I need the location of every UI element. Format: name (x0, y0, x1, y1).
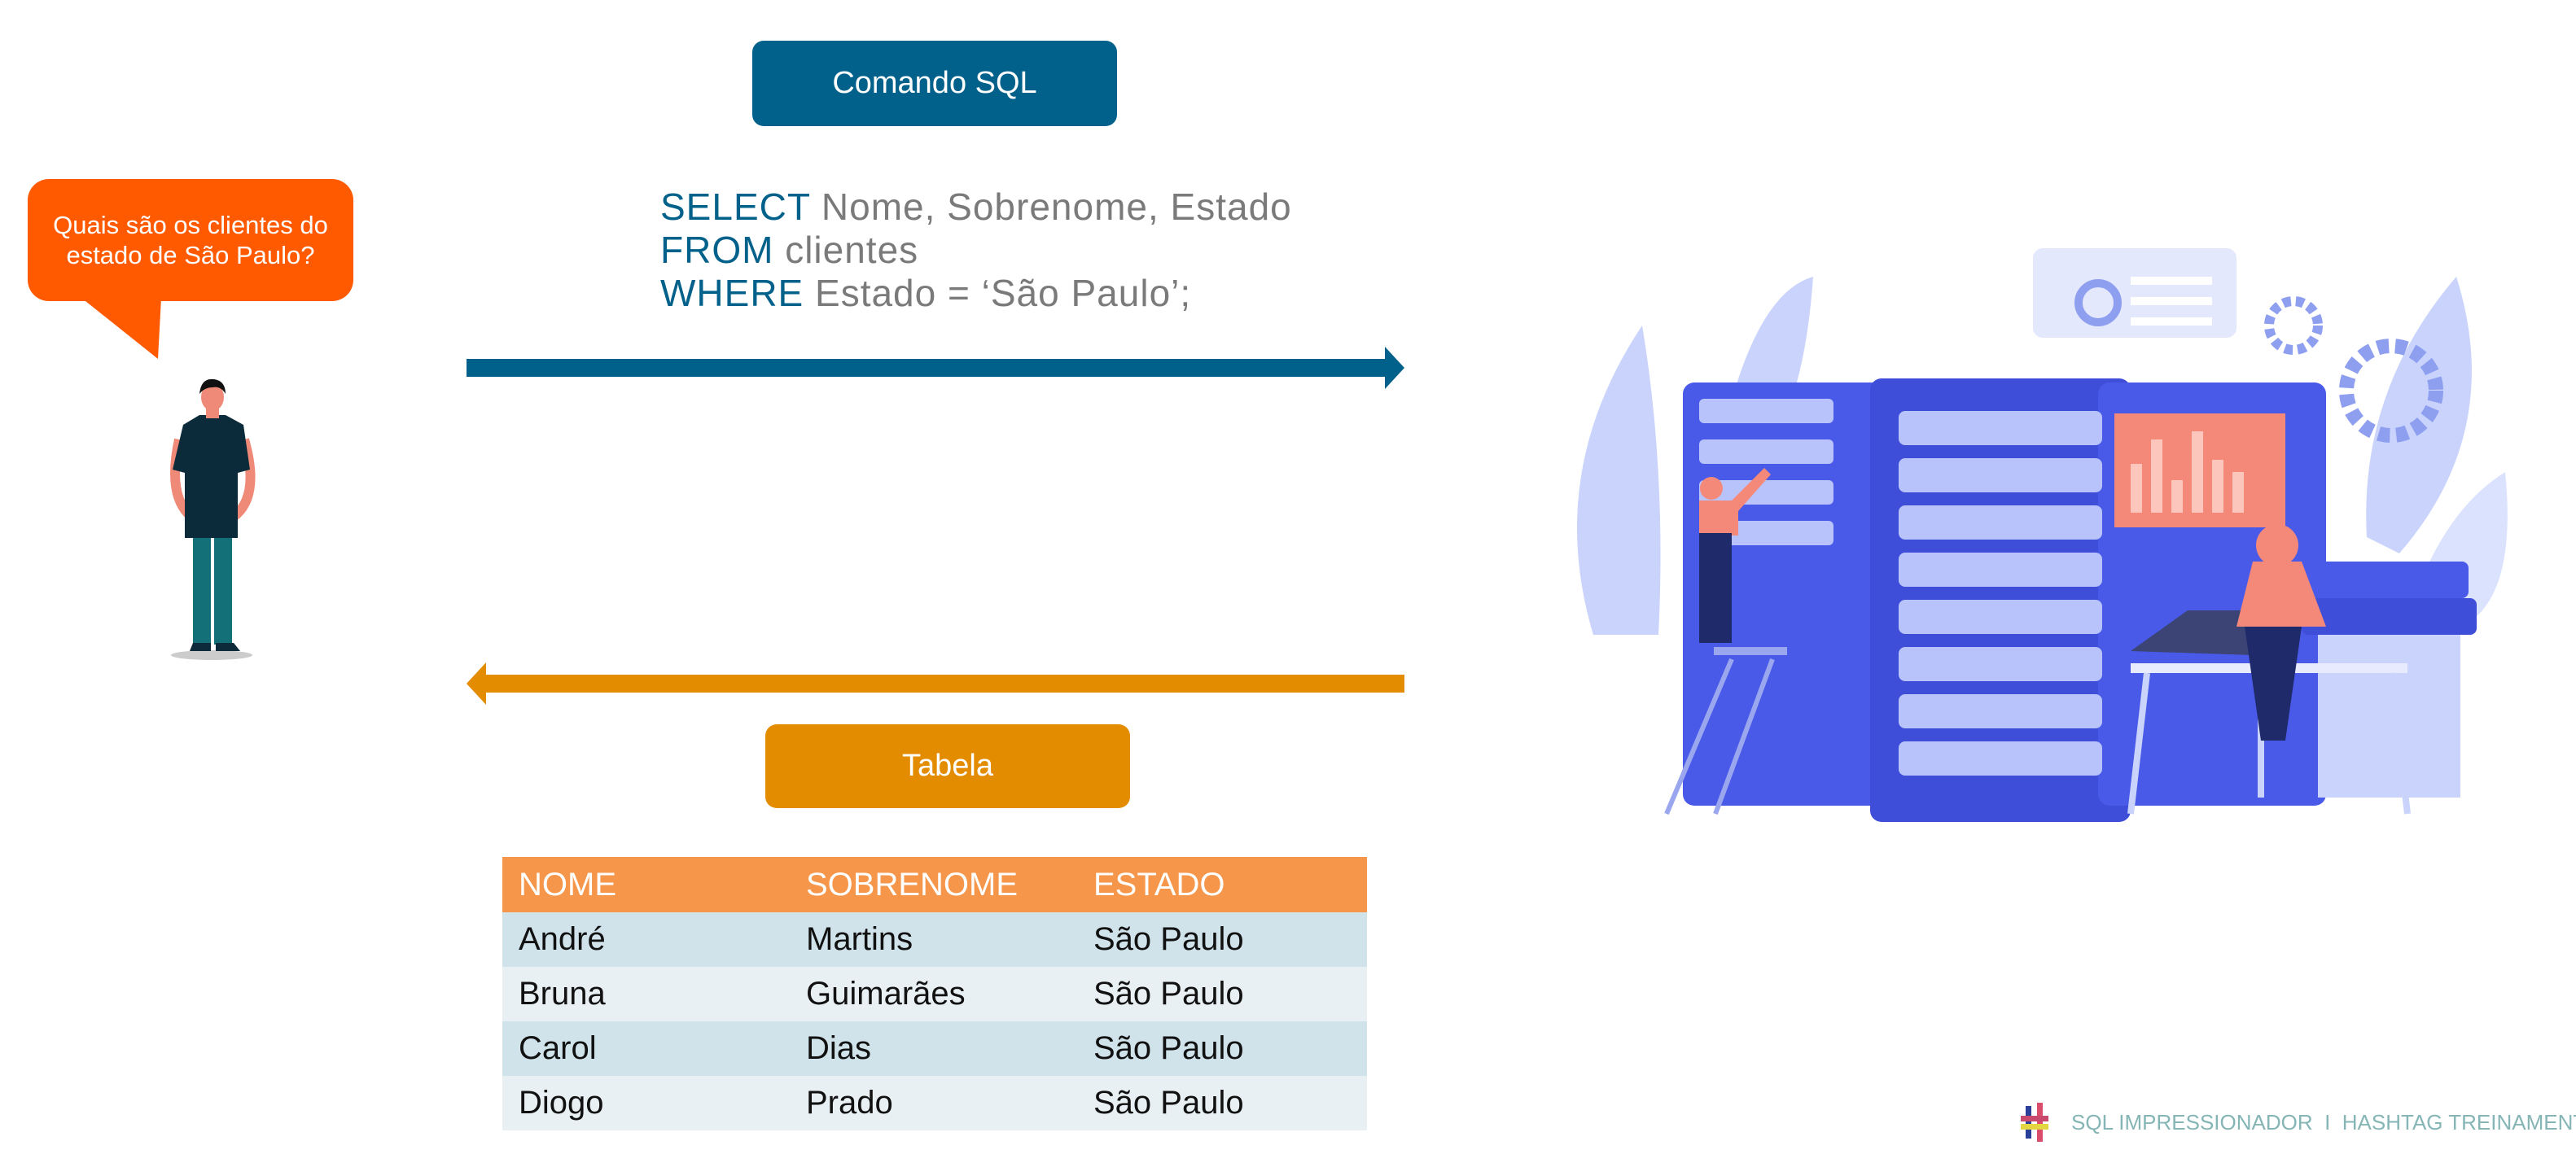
header-nome: NOME (502, 857, 790, 912)
sql-line: FROM clientes (660, 229, 1292, 272)
sql-clause: clientes (785, 229, 919, 271)
cell-sobrenome: Guimarães (790, 967, 1077, 1021)
header-estado: ESTADO (1077, 857, 1367, 912)
header-sobrenome: SOBRENOME (790, 857, 1077, 912)
result-table-label-text: Tabela (902, 749, 993, 783)
sql-command-label: Comando SQL (752, 41, 1117, 126)
sql-query: SELECT Nome, Sobrenome, Estado FROM clie… (660, 186, 1292, 315)
question-text: Quais são os clientes do estado de São P… (53, 211, 328, 269)
sql-line: SELECT Nome, Sobrenome, Estado (660, 186, 1292, 229)
cell-estado: São Paulo (1077, 1076, 1367, 1130)
sql-keyword: SELECT (660, 186, 811, 228)
person-illustration (170, 378, 256, 660)
server-room-illustration (1577, 248, 2508, 822)
table-header-row: NOME SOBRENOME ESTADO (502, 857, 1367, 912)
footer-branding: SQL IMPRESSIONADOR I HASHTAG TREINAMENTO… (2019, 1103, 2576, 1142)
result-table-label: Tabela (765, 724, 1130, 808)
cell-sobrenome: Martins (790, 912, 1077, 967)
sql-keyword: FROM (660, 229, 774, 271)
cell-nome: Bruna (502, 967, 790, 1021)
bubble-tail (81, 298, 161, 359)
hashtag-logo-icon (2021, 1103, 2048, 1142)
sql-keyword: WHERE (660, 272, 804, 314)
footer-text: SQL IMPRESSIONADOR I HASHTAG TREINAMENTO… (2071, 1109, 2576, 1134)
sql-clause: Nome, Sobrenome, Estado (821, 186, 1292, 228)
cell-sobrenome: Dias (790, 1021, 1077, 1076)
request-arrow (467, 347, 1404, 389)
cell-nome: André (502, 912, 790, 967)
sql-clause: Estado = ‘São Paulo’; (815, 272, 1192, 314)
sql-command-label-text: Comando SQL (832, 66, 1037, 100)
response-arrow (467, 662, 1404, 705)
cell-sobrenome: Prado (790, 1076, 1077, 1130)
sql-line: WHERE Estado = ‘São Paulo’; (660, 272, 1292, 315)
cell-estado: São Paulo (1077, 967, 1367, 1021)
question-bubble: Quais são os clientes do estado de São P… (28, 179, 353, 301)
cell-nome: Diogo (502, 1076, 790, 1130)
cell-nome: Carol (502, 1021, 790, 1076)
cell-estado: São Paulo (1077, 1021, 1367, 1076)
cell-estado: São Paulo (1077, 912, 1367, 967)
